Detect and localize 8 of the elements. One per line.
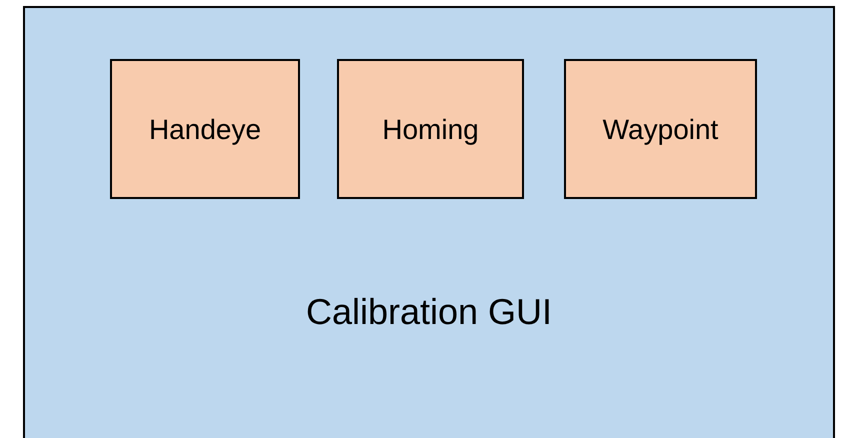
module-box bbox=[564, 59, 757, 199]
module-label: Handeye bbox=[148, 113, 262, 147]
module-label: Homing bbox=[381, 113, 480, 147]
container-panel bbox=[23, 6, 835, 438]
panel-title: Calibration GUI bbox=[304, 290, 554, 334]
module-box bbox=[337, 59, 524, 199]
module-label: Waypoint bbox=[602, 113, 720, 147]
module-box bbox=[110, 59, 300, 199]
